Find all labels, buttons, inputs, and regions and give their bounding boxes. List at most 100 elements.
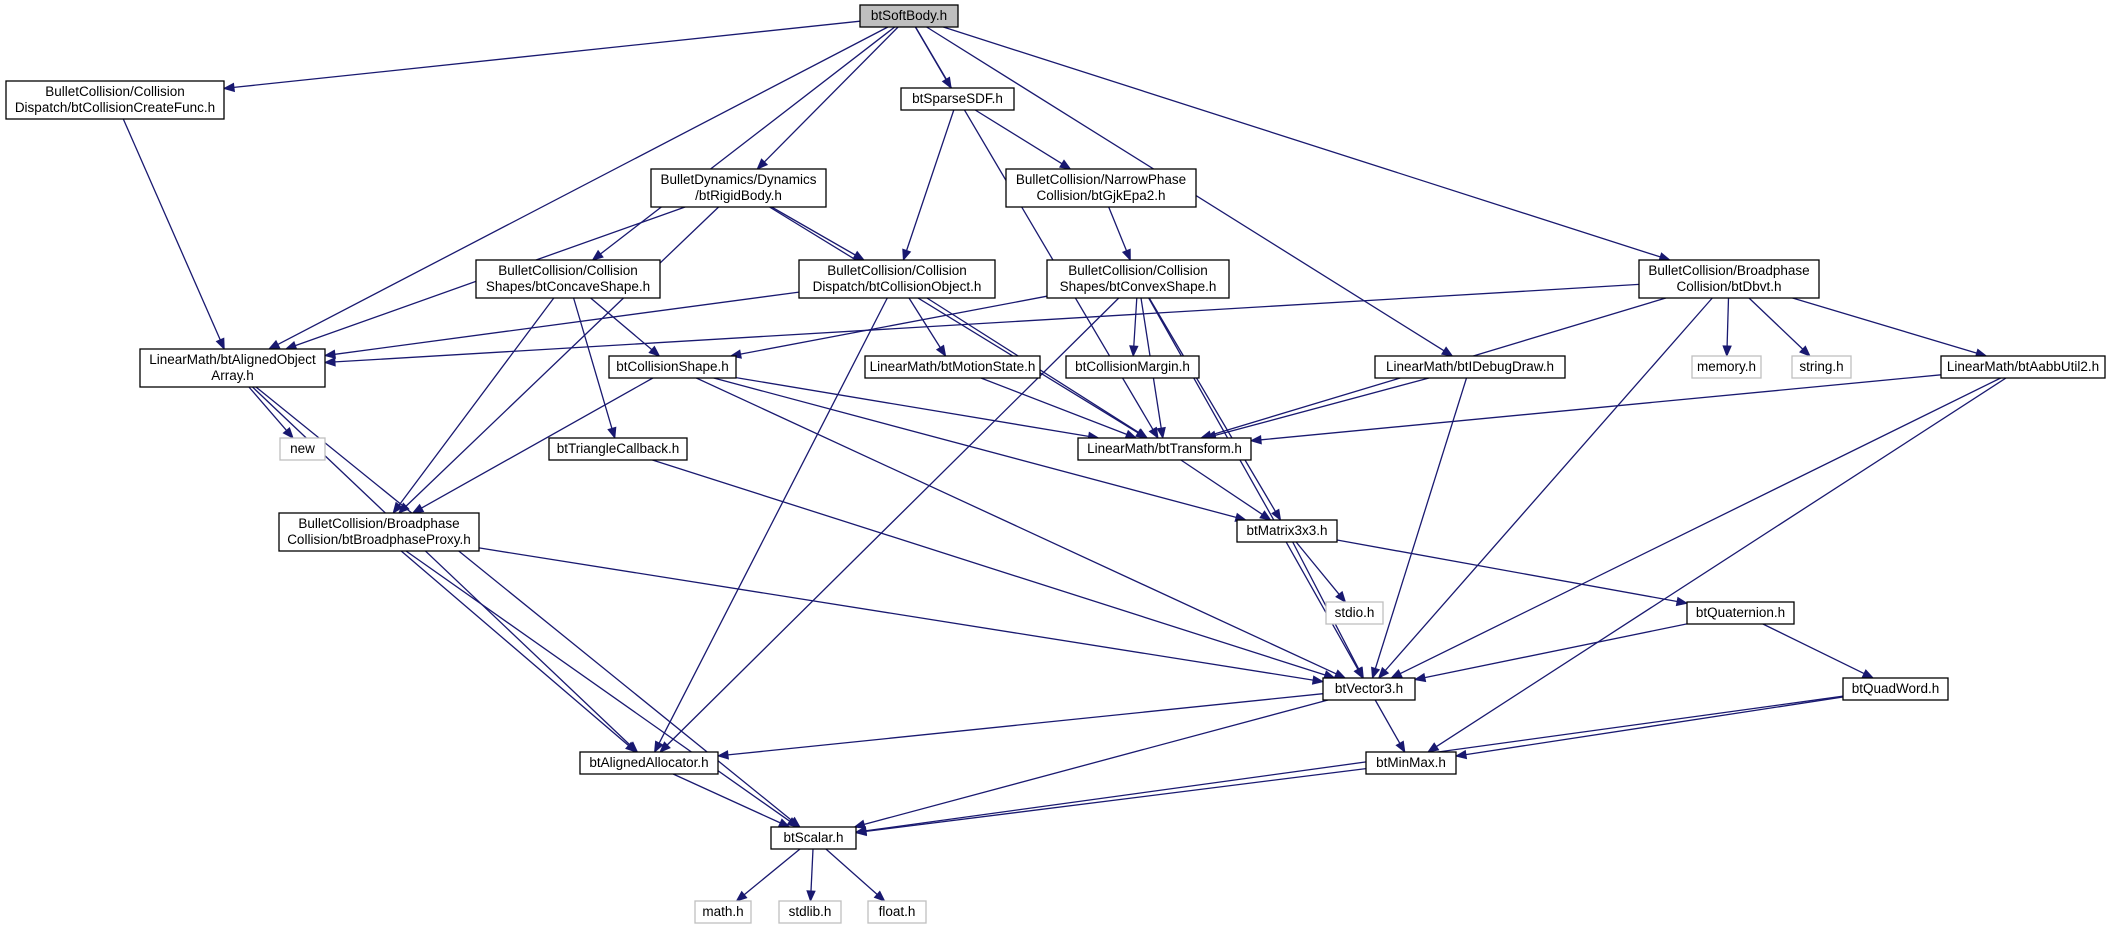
- edge-line: [1436, 377, 2007, 748]
- node-box: [548, 437, 688, 461]
- edge-line: [652, 459, 1326, 676]
- node-bt-quaternion[interactable]: btQuaternion.h: [1686, 601, 1795, 625]
- edge-bt-vector3-to-bt-aligned-allocator: [716, 693, 1324, 760]
- arrowhead: [735, 890, 748, 902]
- node-bt-triangle-callback[interactable]: btTriangleCallback.h: [548, 437, 688, 461]
- node-bt-soft-body[interactable]: btSoftBody.h: [859, 4, 959, 28]
- edge-line: [334, 291, 800, 355]
- edge-bt-convex-shape-to-bt-collision-margin: [1129, 297, 1139, 358]
- edge-line: [398, 297, 555, 506]
- node-label: btQuaternion.h: [1696, 605, 1785, 620]
- edge-line: [1400, 377, 2001, 675]
- edge-bt-concave-shape-to-bt-collision-shape: [590, 297, 661, 357]
- edge-line: [1465, 696, 1844, 756]
- node-box: [1365, 751, 1457, 775]
- node-bt-quad-word[interactable]: btQuadWord.h: [1842, 677, 1949, 701]
- node-box: [1374, 355, 1566, 379]
- arrowhead: [392, 501, 404, 515]
- edge-bt-collision-create-func-to-bt-aligned-object-array: [122, 118, 225, 351]
- node-box: [475, 259, 661, 299]
- node-label: btMatrix3x3.h: [1246, 523, 1327, 538]
- node-label: BulletCollision/Collision: [1068, 263, 1208, 278]
- node-label: LinearMath/btIDebugDraw.h: [1386, 359, 1554, 374]
- node-bt-scalar[interactable]: btScalar.h: [770, 826, 857, 850]
- node-label: BulletDynamics/Dynamics: [660, 172, 816, 187]
- node-bt-collision-shape[interactable]: btCollisionShape.h: [608, 355, 737, 379]
- node-bt-vector3[interactable]: btVector3.h: [1322, 677, 1416, 701]
- node-bt-motion-state[interactable]: LinearMath/btMotionState.h: [864, 355, 1041, 379]
- arrowhead: [853, 819, 866, 829]
- arrowhead: [786, 817, 800, 828]
- node-bt-idebug-draw[interactable]: LinearMath/btIDebugDraw.h: [1374, 355, 1566, 379]
- edge-line: [865, 767, 1367, 833]
- node-bt-matrix3x3[interactable]: btMatrix3x3.h: [1236, 519, 1338, 543]
- node-bt-dbvt[interactable]: BulletCollision/BroadphaseCollision/btDb…: [1638, 259, 1820, 299]
- node-label: BulletCollision/Collision: [45, 84, 185, 99]
- node-label: btQuadWord.h: [1852, 681, 1940, 696]
- node-box: [608, 355, 737, 379]
- edge-line: [421, 377, 654, 509]
- arrowhead: [222, 82, 235, 93]
- edge-bt-collision-shape-to-bt-broadphase-proxy: [411, 377, 654, 514]
- node-label: btScalar.h: [783, 830, 843, 845]
- node-box: [1791, 355, 1852, 379]
- edge-line: [1374, 377, 1468, 669]
- node-bt-convex-shape[interactable]: BulletCollision/CollisionShapes/btConvex…: [1046, 259, 1230, 299]
- node-label: LinearMath/btAlignedObject: [149, 352, 316, 367]
- node-bt-broadphase-proxy[interactable]: BulletCollision/BroadphaseCollision/btBr…: [278, 512, 480, 552]
- edges-layer: [122, 20, 2007, 903]
- edge-line: [1260, 374, 1942, 441]
- node-label: BulletCollision/Broadphase: [1648, 263, 1809, 278]
- edge-line: [1108, 206, 1128, 251]
- node-label: Dispatch/btCollisionObject.h: [813, 279, 982, 294]
- arrowhead: [1675, 596, 1689, 607]
- arrowhead: [659, 741, 671, 753]
- node-bt-collision-create-func[interactable]: BulletCollision/CollisionDispatch/btColl…: [5, 80, 225, 120]
- arrowhead: [1058, 159, 1072, 170]
- edge-bt-convex-shape-to-bt-matrix3x3: [1148, 297, 1282, 522]
- edge-line: [1762, 623, 1865, 675]
- edge-bt-dbvt-to-bt-aligned-object-array: [323, 283, 1640, 367]
- edge-line: [727, 693, 1324, 756]
- edge-bt-soft-body-to-bt-concave-shape: [591, 26, 896, 261]
- node-box: [1065, 355, 1200, 379]
- node-box: [1077, 437, 1252, 461]
- edge-line: [1133, 297, 1138, 347]
- arrowhead: [1271, 508, 1282, 522]
- arrowhead: [1259, 510, 1272, 521]
- edge-line: [908, 297, 941, 348]
- node-bt-concave-shape[interactable]: BulletCollision/CollisionShapes/btConcav…: [475, 259, 661, 299]
- arrowhead: [215, 337, 225, 351]
- node-box: [694, 900, 752, 924]
- node-label: stdio.h: [1335, 605, 1375, 620]
- node-bt-sparse-sdf[interactable]: btSparseSDF.h: [900, 87, 1015, 111]
- node-bt-collision-margin[interactable]: btCollisionMargin.h: [1065, 355, 1200, 379]
- node-math: math.h: [694, 900, 752, 924]
- node-bt-aabb-util2[interactable]: LinearMath/btAabbUtil2.h: [1940, 355, 2106, 379]
- node-bt-aligned-allocator[interactable]: btAlignedAllocator.h: [579, 751, 719, 775]
- arrowhead: [716, 750, 729, 760]
- nodes-layer: btSoftBody.hBulletCollision/CollisionDis…: [5, 4, 2106, 924]
- node-box: [1325, 601, 1384, 625]
- node-bt-collision-object[interactable]: BulletCollision/CollisionDispatch/btColl…: [798, 259, 996, 299]
- edge-line: [478, 547, 1314, 681]
- node-bt-min-max[interactable]: btMinMax.h: [1365, 751, 1457, 775]
- arrowhead: [1249, 435, 1262, 445]
- edge-bt-soft-body-to-bt-dbvt: [943, 26, 1672, 262]
- node-bt-gjk-epa2[interactable]: BulletCollision/NarrowPhaseCollision/btG…: [1005, 168, 1197, 208]
- node-label: Array.h: [211, 368, 254, 383]
- node-label: Collision/btGjkEpa2.h: [1036, 188, 1165, 203]
- node-box: [1638, 259, 1820, 299]
- node-label: new: [290, 441, 315, 456]
- node-box: [650, 168, 827, 208]
- node-float: float.h: [867, 900, 927, 924]
- edge-line: [590, 297, 653, 351]
- edge-line: [405, 206, 720, 507]
- node-bt-rigid-body[interactable]: BulletDynamics/Dynamics/btRigidBody.h: [650, 168, 827, 208]
- edge-bt-collision-shape-to-bt-vector3: [696, 377, 1347, 679]
- arrowhead: [1129, 345, 1139, 358]
- node-bt-transform[interactable]: LinearMath/btTransform.h: [1077, 437, 1252, 461]
- edge-bt-aligned-allocator-to-bt-scalar: [672, 773, 791, 828]
- edge-bt-dbvt-to-bt-aabb-util2: [1792, 297, 1988, 358]
